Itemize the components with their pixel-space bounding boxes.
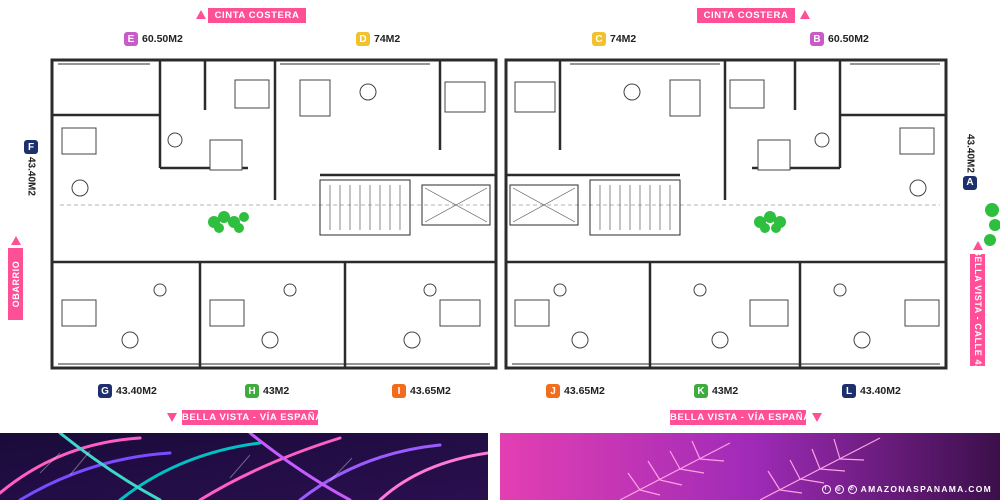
unit-badge: E	[124, 32, 138, 46]
street-tag-bottom-right: BELLA VISTA - VÍA ESPAÑA	[670, 410, 811, 425]
facebook-icon[interactable]: f	[821, 484, 831, 494]
unit-area: 43.40M2	[116, 385, 157, 397]
unit-area: 60.50M2	[828, 33, 869, 45]
arrow-up-icon	[800, 10, 810, 19]
foliage-illustration	[500, 433, 1000, 500]
foliage-image-left	[0, 433, 488, 500]
unit-label-e: E 60.50M2	[124, 32, 183, 46]
unit-badge: D	[356, 32, 370, 46]
unit-area: 43M2	[263, 385, 290, 397]
unit-badge: K	[694, 384, 708, 398]
street-tag-top-left: CINTA COSTERA	[208, 8, 306, 23]
arrow-up-icon	[196, 10, 206, 19]
unit-label-b: B 60.50M2	[810, 32, 869, 46]
unit-badge: G	[98, 384, 112, 398]
unit-badge: J	[546, 384, 560, 398]
instagram-icon[interactable]: ◎	[834, 484, 844, 494]
unit-label-l: L 43.40M2	[842, 384, 901, 398]
foliage-illustration	[0, 433, 488, 500]
unit-area: 43M2	[712, 385, 739, 397]
arrow-right-icon	[973, 241, 983, 250]
unit-label-j: J 43.65M2	[546, 384, 605, 398]
unit-badge: H	[245, 384, 259, 398]
street-tag-top-right: CINTA COSTERA	[697, 8, 795, 23]
arrow-left-icon	[11, 236, 21, 245]
unit-label-i: I 43.65M2	[392, 384, 451, 398]
unit-label-h: H 43M2	[245, 384, 289, 398]
unit-badge: L	[842, 384, 856, 398]
unit-label-d: D 74M2	[356, 32, 400, 46]
unit-badge: F	[24, 140, 38, 154]
arrow-down-icon	[812, 413, 822, 422]
unit-area: 43.40M2	[964, 134, 976, 173]
unit-area: 43.65M2	[410, 385, 451, 397]
unit-badge: I	[392, 384, 406, 398]
street-tag-right: BELLA VISTA - CALLE 42	[970, 249, 985, 371]
unit-label-f: F 43.40M2	[24, 140, 38, 196]
whatsapp-icon[interactable]: ✆	[847, 484, 857, 494]
unit-area: 43.65M2	[564, 385, 605, 397]
unit-area: 43.40M2	[860, 385, 901, 397]
brand-footer: f ◎ ✆ AMAZONASPANAMA.COM	[821, 484, 992, 494]
unit-label-a: 43.40M2 A	[963, 134, 977, 190]
unit-badge: B	[810, 32, 824, 46]
unit-label-k: K 43M2	[694, 384, 738, 398]
unit-area: 74M2	[610, 33, 637, 45]
unit-badge: A	[963, 175, 977, 190]
unit-area: 60.50M2	[142, 33, 183, 45]
unit-badge: C	[592, 32, 606, 46]
website-link[interactable]: AMAZONASPANAMA.COM	[860, 484, 992, 494]
street-tag-bottom-left: BELLA VISTA - VÍA ESPAÑA	[182, 410, 323, 425]
unit-label-g: G 43.40M2	[98, 384, 157, 398]
unit-label-c: C 74M2	[592, 32, 636, 46]
arrow-down-icon	[167, 413, 177, 422]
floor-plan	[50, 58, 1000, 370]
street-tag-left: OBARRIO	[8, 248, 23, 320]
unit-area: 43.40M2	[25, 157, 37, 196]
foliage-image-right: f ◎ ✆ AMAZONASPANAMA.COM	[500, 433, 1000, 500]
unit-area: 74M2	[374, 33, 401, 45]
